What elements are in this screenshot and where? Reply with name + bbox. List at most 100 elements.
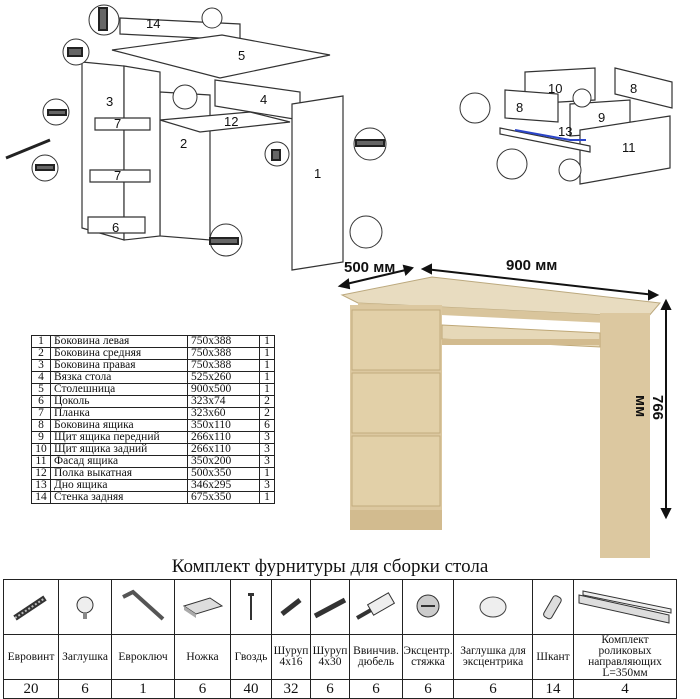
hardware-qty: 20 (3, 679, 59, 699)
part-label: 11 (622, 140, 636, 155)
dowel-screw-icon (349, 579, 403, 635)
part-name: Дно ящика (50, 479, 188, 492)
part-label: 7 (114, 168, 121, 183)
foot-icon (174, 579, 231, 635)
part-label: 8 (630, 81, 637, 96)
part-name: Планка (50, 407, 188, 420)
hardware-name: Гвоздь (230, 634, 272, 680)
part-number: 8 (31, 419, 51, 432)
cam-cap-icon (453, 579, 533, 635)
kit-title: Комплект фурнитуры для сборки стола (171, 556, 489, 577)
part-label: 1 (314, 166, 321, 181)
width-label: 900 мм (506, 257, 558, 274)
part-qty: 1 (259, 467, 275, 480)
hardware-name: Евроключ (111, 634, 175, 680)
hardware-qty: 6 (310, 679, 350, 699)
part-label: 14 (146, 16, 160, 31)
part-name: Боковина ящика (50, 419, 188, 432)
part-label: 13 (558, 124, 572, 139)
part-qty: 3 (259, 455, 275, 468)
hardware-qty: 40 (230, 679, 272, 699)
part-number: 2 (31, 347, 51, 360)
part-size: 675x350 (187, 491, 260, 504)
part-qty: 2 (259, 407, 275, 420)
hardware-qty: 32 (271, 679, 311, 699)
side-right (81, 61, 125, 241)
desk-illustration (337, 263, 672, 558)
hardware-name: Шуруп 4x30 (310, 634, 350, 680)
hardware-qty: 6 (58, 679, 112, 699)
hardware-name: Ножка (174, 634, 231, 680)
part-name: Вязка стола (50, 371, 188, 384)
long-screw-icon (310, 579, 350, 635)
part-label: 6 (112, 220, 119, 235)
part-label: 4 (260, 92, 267, 107)
hardware-name: Эксцентр. стяжка (402, 634, 454, 680)
part-label: 3 (106, 94, 113, 109)
height-label: 766 мм (632, 395, 666, 421)
part-size: 350x200 (187, 455, 260, 468)
part-number: 9 (31, 431, 51, 444)
nail-icon (230, 579, 272, 635)
part-qty: 1 (259, 359, 275, 372)
part-size: 750x388 (187, 359, 260, 372)
part-label: 10 (548, 81, 562, 96)
part-number: 3 (31, 359, 51, 372)
desk-view: 500 мм 900 мм 766 мм (330, 255, 700, 560)
hardware-name: Ввинчив. дюбель (349, 634, 403, 680)
part-label: 7 (114, 116, 121, 131)
euroscrew-icon (3, 579, 59, 635)
part-qty: 3 (259, 443, 275, 456)
tabletop (111, 34, 331, 79)
hardware-qty: 6 (453, 679, 533, 699)
part-number: 7 (31, 407, 51, 420)
part-size: 750x388 (187, 347, 260, 360)
hardware-qty: 1 (111, 679, 175, 699)
hardware-qty: 14 (532, 679, 574, 699)
part-qty: 1 (259, 383, 275, 396)
hardware-name: Заглушка (58, 634, 112, 680)
part-label: 12 (224, 114, 238, 129)
part-size: 323x74 (187, 395, 260, 408)
part-name: Боковина средняя (50, 347, 188, 360)
cap-icon (58, 579, 112, 635)
hardware-name: Шуруп 4x16 (271, 634, 311, 680)
part-size: 750x388 (187, 335, 260, 348)
assembly-diagram: 14 5 3 4 7 12 2 7 1 6 (5, 4, 387, 271)
part-label: 8 (516, 100, 523, 115)
hardware-qty: 6 (402, 679, 454, 699)
part-qty: 3 (259, 479, 275, 492)
part-label: 9 (598, 110, 605, 125)
part-name: Щит ящика передний (50, 431, 188, 444)
part-number: 6 (31, 395, 51, 408)
part-size: 900x500 (187, 383, 260, 396)
part-name: Боковина правая (50, 359, 188, 372)
hardware-name: Евровинт (3, 634, 59, 680)
part-name: Столешница (50, 383, 188, 396)
part-qty: 6 (259, 419, 275, 432)
part-qty: 1 (259, 347, 275, 360)
part-number: 14 (31, 491, 51, 504)
part-qty: 1 (259, 335, 275, 348)
hardware-qty: 6 (349, 679, 403, 699)
part-number: 5 (31, 383, 51, 396)
side-left (291, 95, 344, 271)
depth-label: 500 мм (344, 259, 396, 276)
part-number: 12 (31, 467, 51, 480)
part-qty: 1 (259, 371, 275, 384)
hex-key-icon (111, 579, 175, 635)
part-number: 13 (31, 479, 51, 492)
part-size: 525x260 (187, 371, 260, 384)
part-number: 4 (31, 371, 51, 384)
cam-lock-icon (402, 579, 454, 635)
